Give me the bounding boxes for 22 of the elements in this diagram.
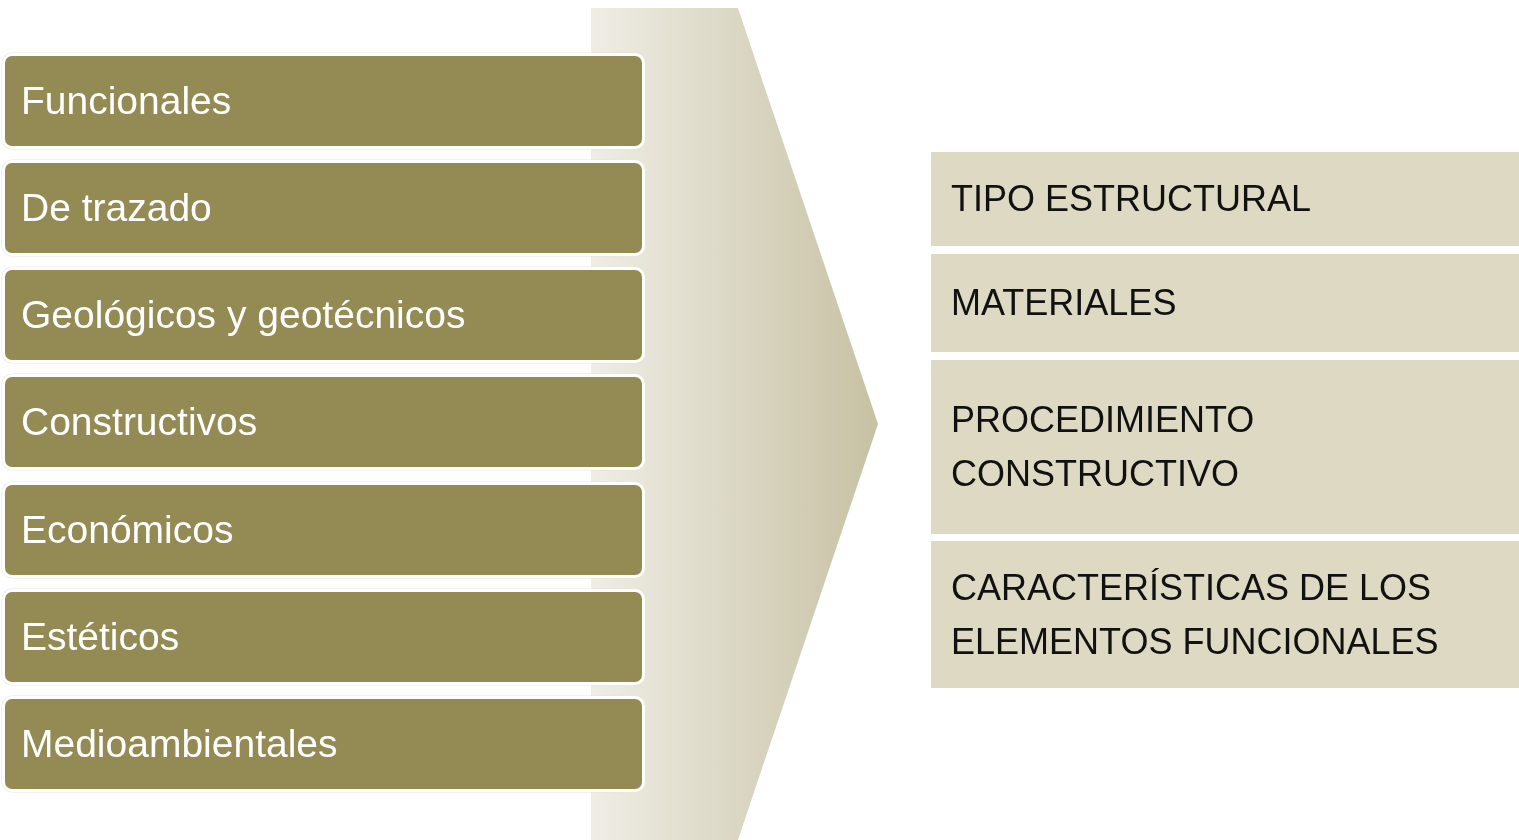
- category-box: [2, 696, 645, 792]
- category-box: [2, 160, 645, 256]
- category-box: [2, 53, 645, 149]
- result-label: PROCEDIMIENTO CONSTRUCTIVO: [951, 398, 1256, 496]
- result-label: TIPO ESTRUCTURAL: [951, 177, 1312, 221]
- category-label: Medioambientales: [21, 722, 338, 766]
- result-box: [931, 152, 1519, 246]
- category-box: [2, 482, 645, 578]
- category-label: De trazado: [21, 186, 212, 230]
- category-label: Estéticos: [21, 615, 180, 659]
- category-box: [2, 589, 645, 685]
- category-label: Constructivos: [21, 400, 258, 444]
- result-box: [931, 360, 1519, 534]
- result-label: MATERIALES: [951, 281, 1177, 325]
- category-label: Económicos: [21, 508, 234, 552]
- category-box: [2, 267, 645, 363]
- result-box: [931, 541, 1519, 688]
- result-label: CARACTERÍSTICAS DE LOS ELEMENTOS FUNCIONALES: [951, 565, 1440, 664]
- result-box: [931, 254, 1519, 352]
- category-label: Geológicos y geotécnicos: [21, 293, 466, 337]
- category-label: Funcionales: [21, 79, 232, 123]
- category-box: [2, 374, 645, 470]
